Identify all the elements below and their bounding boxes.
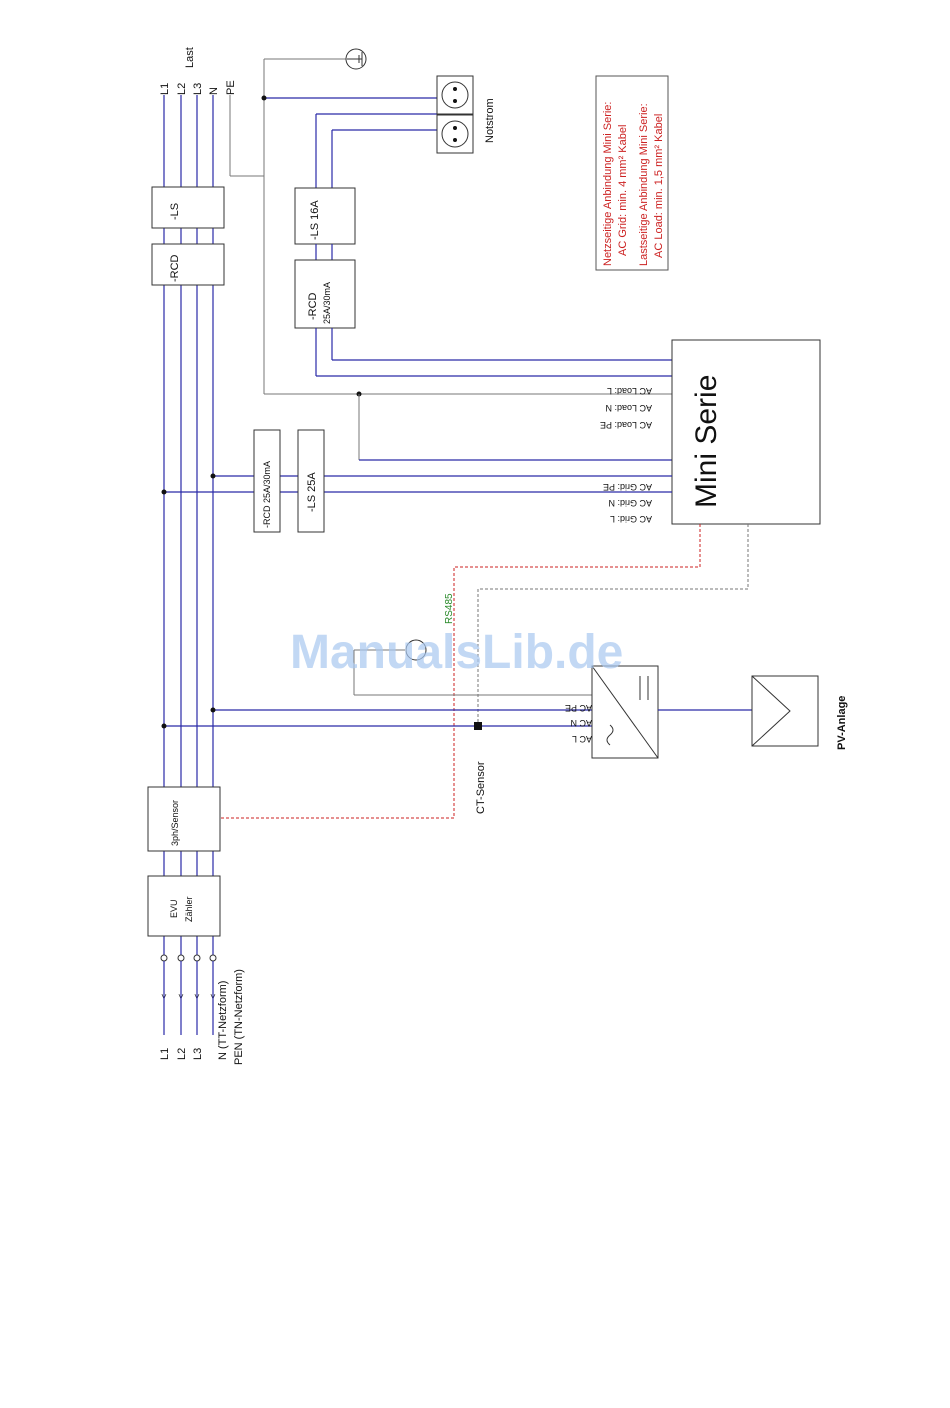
socket-2 xyxy=(436,114,474,154)
ac-n-label: AC N xyxy=(570,718,592,728)
rcd-load xyxy=(294,259,356,329)
mini-serie-inverter xyxy=(671,339,821,525)
cable-note-box xyxy=(595,75,669,271)
ls16-label: -LS 16A xyxy=(309,200,321,240)
socket-1 xyxy=(436,75,474,115)
mini-serie-label: Mini Serie xyxy=(690,375,723,508)
watermark: ManualsLib.de xyxy=(290,626,623,679)
bus-labels-top: L1 L2 L3 N PE Last xyxy=(159,47,237,95)
evu-label: EVU xyxy=(169,899,179,918)
ls-breaker xyxy=(151,186,225,229)
input-l1-label: L1 xyxy=(159,1048,171,1060)
rcd-load-label-2: 25A/30mA xyxy=(322,282,332,324)
ac-pe-label: AC PE xyxy=(565,703,592,713)
ls16-breaker xyxy=(294,187,356,245)
label-pe-top: PE xyxy=(225,80,237,95)
ac-grid-n-label: AC Grid: N xyxy=(608,498,652,508)
ac-l-label: AC L xyxy=(572,734,592,744)
ac-load-l-label: AC Load: L xyxy=(607,386,652,396)
zaehler-label: Zähler xyxy=(184,896,194,922)
note-line-1: Netzseitige Anbindung Mini Serie: xyxy=(602,102,614,266)
input-l3-label: L3 xyxy=(192,1048,204,1060)
label-l2-top: L2 xyxy=(176,83,188,95)
notstrom-label: Notstrom xyxy=(484,98,496,143)
sensor-3ph xyxy=(147,786,221,852)
rcd-main-label: -RCD xyxy=(169,254,181,282)
input-pen-label: PEN (TN-Netzform) xyxy=(233,969,245,1065)
rcd-grid-label: -RCD 25A/30mA xyxy=(262,461,272,528)
ac-grid-pe-label: AC Grid: PE xyxy=(603,482,652,492)
ac-load-n-label: AC Load: N xyxy=(605,403,652,413)
rs485-label: RS485 xyxy=(444,593,455,624)
earth-and-sockets xyxy=(261,48,437,394)
input-n-label: N (TT-Netzform) xyxy=(217,981,229,1060)
ct-sensor xyxy=(474,722,482,730)
note-line-2: AC Grid: min. 4 mm² Kabel xyxy=(617,125,629,256)
pv-anlage-label: PV-Anlage xyxy=(836,696,848,750)
input-terminals: < < < < xyxy=(159,954,218,1035)
rcd-load-label-1: -RCD xyxy=(307,292,319,320)
note-line-3: Lastseitige Anbindung Mini Serie: xyxy=(638,103,650,266)
ls25-label: -LS 25A xyxy=(306,472,318,512)
ls-breaker-label: -LS xyxy=(169,203,181,220)
ac-grid-l-label: AC Grid: L xyxy=(610,514,652,524)
pv-module xyxy=(751,675,819,747)
sensor-3ph-label: 3ph/Sensor xyxy=(170,800,180,846)
ct-sensor-label: CT-Sensor xyxy=(475,761,487,814)
note-line-4: AC Load: min. 1,5 mm² Kabel xyxy=(653,114,665,258)
label-last: Last xyxy=(184,47,196,68)
label-l1-top: L1 xyxy=(159,83,171,95)
ac-load-pe-label: AC Load: PE xyxy=(600,420,652,430)
evu-meter xyxy=(147,875,221,937)
label-l3-top: L3 xyxy=(192,83,204,95)
rcd-main xyxy=(151,243,225,286)
ls25-breaker xyxy=(297,429,325,533)
rcd-grid xyxy=(253,429,281,533)
label-n-top: N xyxy=(208,87,220,95)
input-l2-label: L2 xyxy=(176,1048,188,1060)
